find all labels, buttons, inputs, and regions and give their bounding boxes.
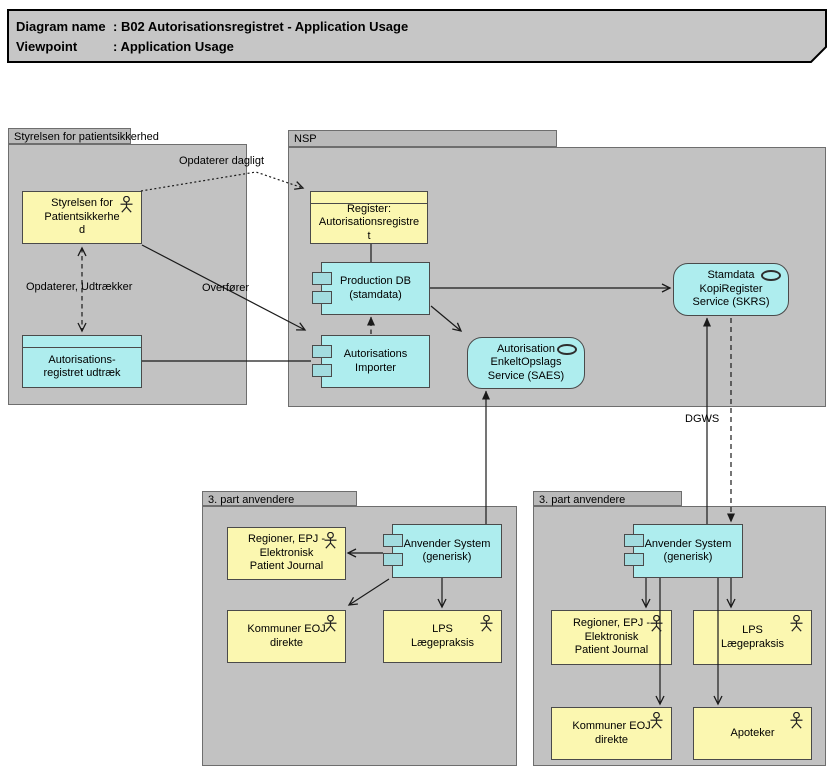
connector-label-dgws: DGWS	[685, 413, 720, 425]
component-icon	[624, 534, 644, 547]
title-label: Diagram name	[16, 19, 106, 34]
group-tab-styrelsen: Styrelsen for patientsikkerhed	[8, 128, 159, 144]
node-production-db: Production DB (stamdata)	[312, 262, 430, 315]
title-value: : B02 Autorisationsregistret - Applicati…	[113, 19, 409, 34]
node-anvender-system-right: Anvender System (generisk)	[624, 524, 743, 578]
group-tab-third-party-left: 3. part anvendere	[202, 491, 357, 506]
node-label: Stamdata KopiRegister Service (SKRS)	[692, 269, 770, 309]
actor-icon	[324, 532, 337, 549]
node-label: Regioner, EPJ - Elektronisk Patient Jour…	[572, 617, 651, 657]
actor-icon	[650, 615, 663, 632]
node-kommuner-eoj-right: Kommuner EOJ direkte	[551, 707, 672, 760]
component-icon	[312, 291, 332, 304]
data-object-icon	[23, 336, 141, 348]
node-skrs-service: Stamdata KopiRegister Service (SKRS)	[673, 263, 789, 316]
node-saes-service: Autorisation EnkeltOpslags Service (SAES…	[467, 337, 585, 389]
actor-icon	[790, 615, 803, 632]
node-register-autorisationsregistret: Register: Autorisationsregistre t	[310, 191, 428, 244]
component-icon	[624, 553, 644, 566]
group-tab-third-party-right: 3. part anvendere	[533, 491, 682, 506]
diagram-title: Diagram name : B02 Autorisationsregistre…	[16, 17, 408, 57]
node-label: Kommuner EOJ direkte	[247, 623, 326, 649]
node-label: Production DB (stamdata)	[340, 275, 411, 301]
service-icon	[557, 344, 577, 355]
connector-label-opdaterer-dagligt: Opdaterer dagligt	[179, 155, 264, 167]
component-icon	[312, 272, 332, 285]
node-label: Autorisations- registret udtræk	[43, 353, 121, 380]
node-autorisationsregistret-udtraek: Autorisations- registret udtræk	[22, 335, 142, 388]
data-object-icon	[311, 192, 427, 204]
service-icon	[761, 270, 781, 281]
node-regioner-epj-right: Regioner, EPJ - Elektronisk Patient Jour…	[551, 610, 672, 665]
component-icon	[383, 553, 403, 566]
node-apoteker: Apoteker	[693, 707, 812, 760]
actor-icon	[650, 712, 663, 729]
node-label: Anvender System (generisk)	[644, 537, 732, 564]
node-label: Regioner, EPJ - Elektronisk Patient Jour…	[247, 533, 326, 573]
actor-icon	[120, 196, 133, 213]
node-label: LPS Lægepraksis	[721, 624, 784, 650]
connector-label-overfoerer: Overfører	[202, 282, 250, 294]
node-label: Register: Autorisationsregistre t	[318, 202, 420, 242]
node-label: Autorisation EnkeltOpslags Service (SAES…	[487, 342, 565, 382]
node-kommuner-eoj-left: Kommuner EOJ direkte	[227, 610, 346, 663]
component-icon	[383, 534, 403, 547]
node-label: LPS Lægepraksis	[411, 623, 474, 649]
actor-icon	[324, 615, 337, 632]
node-label: Styrelsen for Patientsikkerhe d	[44, 197, 120, 237]
component-icon	[312, 345, 332, 358]
group-tab-nsp: NSP	[288, 130, 557, 147]
node-anvender-system-left: Anvender System (generisk)	[383, 524, 502, 578]
node-label: Anvender System (generisk)	[403, 537, 491, 564]
node-regioner-epj-left: Regioner, EPJ - Elektronisk Patient Jour…	[227, 527, 346, 580]
node-lps-right: LPS Lægepraksis	[693, 610, 812, 665]
node-label: Autorisations Importer	[343, 348, 408, 374]
viewpoint-value: : Application Usage	[113, 39, 234, 54]
node-label: Apoteker	[730, 726, 775, 739]
node-styrelsen-for-patientsikkerhed: Styrelsen for Patientsikkerhe d	[22, 191, 142, 244]
connector-label-opdaterer-udtraekker: Opdaterer, Udtrækker	[26, 281, 133, 293]
component-icon	[312, 364, 332, 377]
actor-icon	[790, 712, 803, 729]
actor-icon	[480, 615, 493, 632]
viewpoint-label: Viewpoint	[16, 39, 78, 54]
node-autorisations-importer: Autorisations Importer	[312, 335, 430, 388]
node-label: Kommuner EOJ direkte	[572, 720, 651, 746]
node-lps-left: LPS Lægepraksis	[383, 610, 502, 663]
